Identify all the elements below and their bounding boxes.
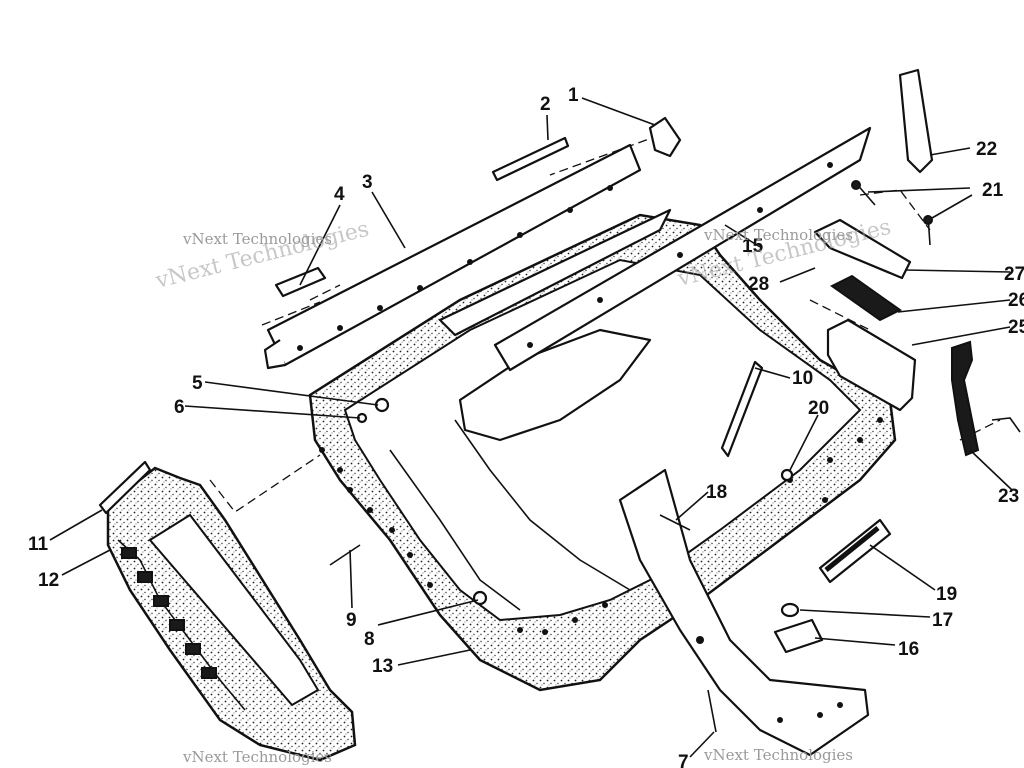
part-lower-bracket bbox=[618, 468, 870, 757]
callout-27: 27 bbox=[1004, 264, 1024, 285]
part-19-badge bbox=[818, 518, 892, 584]
part-15-side-rail bbox=[438, 126, 872, 372]
part-10-rod bbox=[720, 360, 764, 458]
callout-13: 13 bbox=[372, 656, 393, 677]
callout-10: 10 bbox=[792, 368, 813, 389]
part-screw bbox=[991, 417, 1021, 433]
callout-26: 26 bbox=[1008, 290, 1024, 311]
callout-15: 15 bbox=[742, 236, 764, 257]
callout-18: 18 bbox=[706, 482, 727, 503]
callout-3: 3 bbox=[362, 172, 373, 193]
watermark-text: vNext Technologies bbox=[703, 746, 853, 764]
callout-28: 28 bbox=[748, 274, 769, 295]
part-11-decal bbox=[98, 460, 152, 515]
part-23-knob bbox=[951, 340, 980, 457]
callout-11: 11 bbox=[28, 534, 49, 555]
part-2-strip bbox=[491, 136, 570, 182]
part-3-top-rail bbox=[263, 143, 642, 370]
callout-6: 6 bbox=[174, 397, 185, 418]
part-18-rivet bbox=[659, 514, 691, 531]
callout-21: 21 bbox=[982, 180, 1004, 201]
callout-1: 1 bbox=[568, 85, 579, 106]
part-4-bracket bbox=[274, 266, 327, 298]
part-20-nut bbox=[780, 468, 794, 482]
callout-4: 4 bbox=[334, 184, 345, 205]
callout-17: 17 bbox=[932, 610, 953, 631]
callout-9: 9 bbox=[346, 610, 357, 631]
watermark-text: vNext Technologies bbox=[152, 217, 371, 294]
part-7-rivet bbox=[707, 689, 717, 733]
watermark-text: vNext Technologies bbox=[182, 230, 332, 248]
part-26-plate bbox=[830, 274, 902, 322]
callout-22: 22 bbox=[976, 139, 997, 160]
part-9-rivet bbox=[329, 544, 361, 566]
part-22-bracket bbox=[898, 68, 934, 174]
callouts: 1 2 3 4 5 6 7 8 9 10 11 12 13 15 16 17 1… bbox=[28, 85, 1024, 768]
callout-19: 19 bbox=[936, 584, 957, 605]
part-17-grommet bbox=[780, 602, 800, 618]
callout-25: 25 bbox=[1008, 317, 1024, 338]
callout-16: 16 bbox=[898, 639, 919, 660]
callout-12: 12 bbox=[38, 570, 59, 591]
part-8-bolt bbox=[472, 590, 488, 606]
callout-7: 7 bbox=[678, 752, 689, 768]
part-21-rivets bbox=[851, 180, 933, 246]
callout-2: 2 bbox=[540, 94, 551, 115]
part-12-front-bumper bbox=[106, 466, 357, 762]
watermark-text: vNext Technologies bbox=[703, 226, 853, 244]
callout-23: 23 bbox=[998, 486, 1019, 507]
leader-lines bbox=[49, 97, 1013, 758]
part-25-box bbox=[826, 318, 917, 412]
part-16-bracket bbox=[773, 618, 824, 654]
part-1-clip bbox=[648, 116, 682, 158]
callout-8: 8 bbox=[364, 629, 375, 650]
callout-5: 5 bbox=[192, 373, 203, 394]
watermark-text: vNext Technologies bbox=[182, 748, 332, 766]
callout-20: 20 bbox=[808, 398, 829, 419]
